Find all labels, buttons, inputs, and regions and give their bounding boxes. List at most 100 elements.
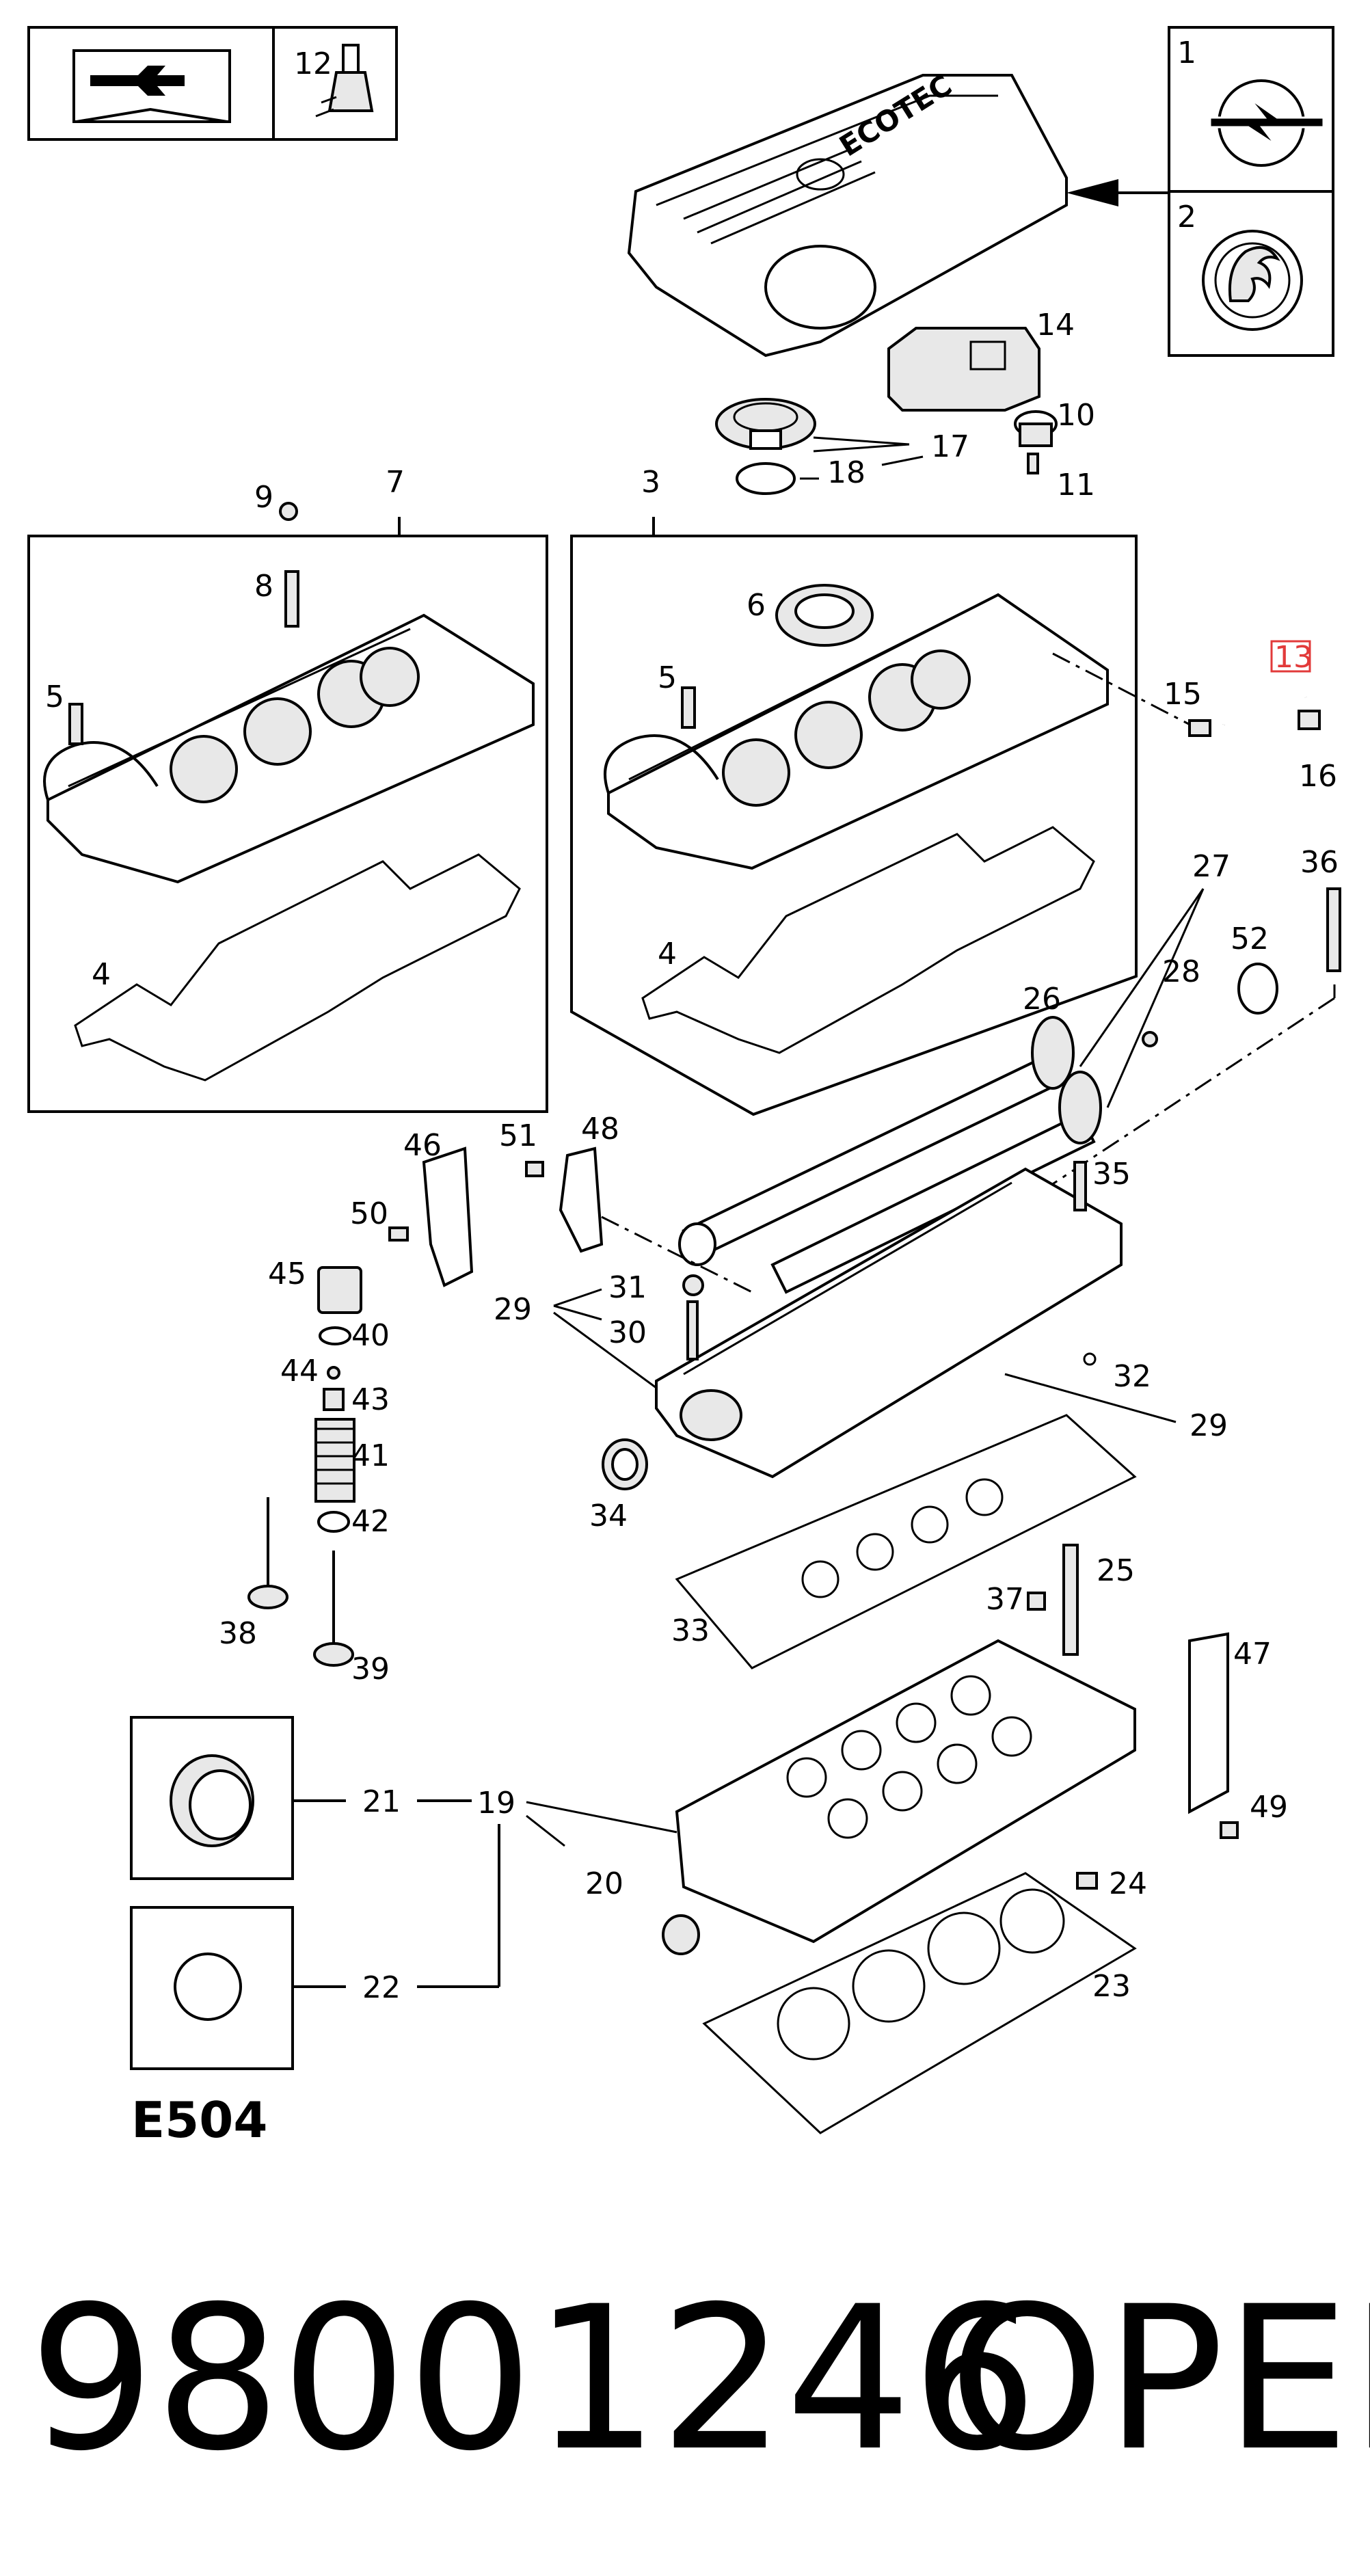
callout-6: 6	[747, 588, 766, 623]
callout-49: 49	[1250, 1790, 1288, 1825]
bolt-left	[68, 703, 83, 745]
callout-22: 22	[362, 1970, 401, 2005]
seal-34	[602, 1438, 648, 1490]
callout-35: 35	[1092, 1157, 1131, 1192]
bolt-49	[1220, 1821, 1239, 1839]
diagram-code: E504	[131, 2091, 267, 2149]
oil-separator	[887, 327, 1040, 412]
callout-4b: 4	[658, 937, 677, 971]
callout-31: 31	[608, 1270, 647, 1305]
bolt-middle	[681, 686, 696, 729]
nut-31	[682, 1274, 704, 1296]
callout-11: 11	[1057, 468, 1095, 502]
callout-39: 39	[351, 1652, 390, 1687]
bracket-46	[422, 1146, 474, 1287]
vauxhall-logo-icon	[1202, 230, 1303, 331]
callout-34: 34	[589, 1499, 628, 1533]
callout-23: 23	[1092, 1969, 1131, 2004]
inset-box-21	[130, 1716, 346, 1880]
callout-1: 1	[1177, 36, 1196, 70]
callout-33: 33	[671, 1613, 710, 1648]
callout-37: 37	[986, 1582, 1024, 1617]
callout-27: 27	[1192, 849, 1231, 884]
valve-38	[247, 1497, 288, 1609]
callout-45: 45	[268, 1257, 306, 1291]
callout-10: 10	[1057, 398, 1095, 433]
highlight-box-13	[1270, 640, 1311, 673]
callout-16: 16	[1299, 759, 1337, 794]
callout-30: 30	[608, 1315, 647, 1350]
callout-14: 14	[1036, 308, 1075, 343]
callout-13: 13	[1274, 640, 1313, 675]
clamp-15	[1188, 719, 1211, 737]
logo-box: 1 2	[1168, 26, 1334, 357]
callout-46: 46	[403, 1128, 442, 1163]
dowel	[1142, 1031, 1158, 1047]
callout-25: 25	[1097, 1553, 1135, 1588]
callout-2: 2	[1177, 200, 1196, 234]
callout-29b: 29	[1190, 1408, 1228, 1443]
callout-9: 9	[254, 480, 273, 515]
sensor	[284, 570, 299, 628]
head-gasket-23	[702, 1872, 1137, 2134]
retainer-40	[319, 1326, 351, 1345]
valve-39	[313, 1551, 354, 1667]
callout-36: 36	[1300, 845, 1339, 880]
stud-30	[686, 1300, 699, 1360]
camshaft-housing	[655, 1167, 1123, 1479]
breather-hose	[1216, 669, 1313, 727]
head-bolt-25	[1062, 1544, 1079, 1656]
small-screw	[1027, 453, 1039, 474]
gasket-33	[675, 1414, 1137, 1669]
bracket-48	[559, 1146, 604, 1253]
cylinder-head	[675, 1639, 1136, 1944]
callout-3: 3	[641, 465, 660, 500]
callout-43: 43	[351, 1382, 390, 1417]
tappet-45	[317, 1266, 362, 1314]
callout-5b: 5	[658, 660, 677, 695]
inset-box-22	[130, 1906, 346, 2070]
opel-logo-icon	[1209, 79, 1325, 167]
breather-valve	[1014, 410, 1058, 447]
part-number: 98001246	[29, 2264, 1038, 2495]
pin-32	[1083, 1352, 1097, 1366]
callout-29a: 29	[494, 1292, 532, 1327]
sealant-bottle-icon	[315, 44, 374, 118]
callout-44: 44	[280, 1354, 319, 1388]
head-cover-box-middle	[570, 517, 1138, 1116]
bracket-47	[1188, 1632, 1229, 1814]
callout-8: 8	[254, 569, 273, 604]
callout-41: 41	[351, 1438, 390, 1473]
seal-43	[323, 1388, 345, 1411]
callout-26: 26	[1023, 982, 1061, 1017]
callout-28: 28	[1162, 954, 1200, 989]
keeper-44	[327, 1366, 340, 1380]
bolt-36	[1326, 887, 1341, 972]
callout-19: 19	[477, 1786, 515, 1821]
bolt-51	[525, 1161, 544, 1177]
nut	[279, 502, 298, 521]
legend-box: 12	[27, 26, 398, 141]
brand: OPEL	[949, 2264, 1370, 2495]
clamp-16	[1298, 710, 1321, 730]
callout-47: 47	[1233, 1637, 1272, 1672]
bolt-35	[1073, 1161, 1087, 1211]
seat-42	[317, 1511, 350, 1533]
bolt-50	[388, 1226, 409, 1242]
seal-52	[1237, 963, 1278, 1015]
callout-48: 48	[581, 1112, 619, 1146]
callout-20: 20	[585, 1866, 623, 1901]
oil-filler-cap	[715, 398, 816, 450]
valve-spring-41	[314, 1418, 355, 1503]
callout-51: 51	[499, 1118, 537, 1153]
callout-38: 38	[219, 1616, 257, 1651]
callout-12: 12	[294, 46, 332, 81]
callout-18: 18	[827, 455, 865, 490]
callout-4a: 4	[92, 957, 111, 992]
callout-5a: 5	[45, 680, 64, 714]
manual-book-wrench-icon	[72, 49, 231, 123]
oil-seal-ring	[775, 584, 874, 647]
seal-20	[662, 1914, 700, 1955]
plug-24	[1076, 1872, 1098, 1890]
